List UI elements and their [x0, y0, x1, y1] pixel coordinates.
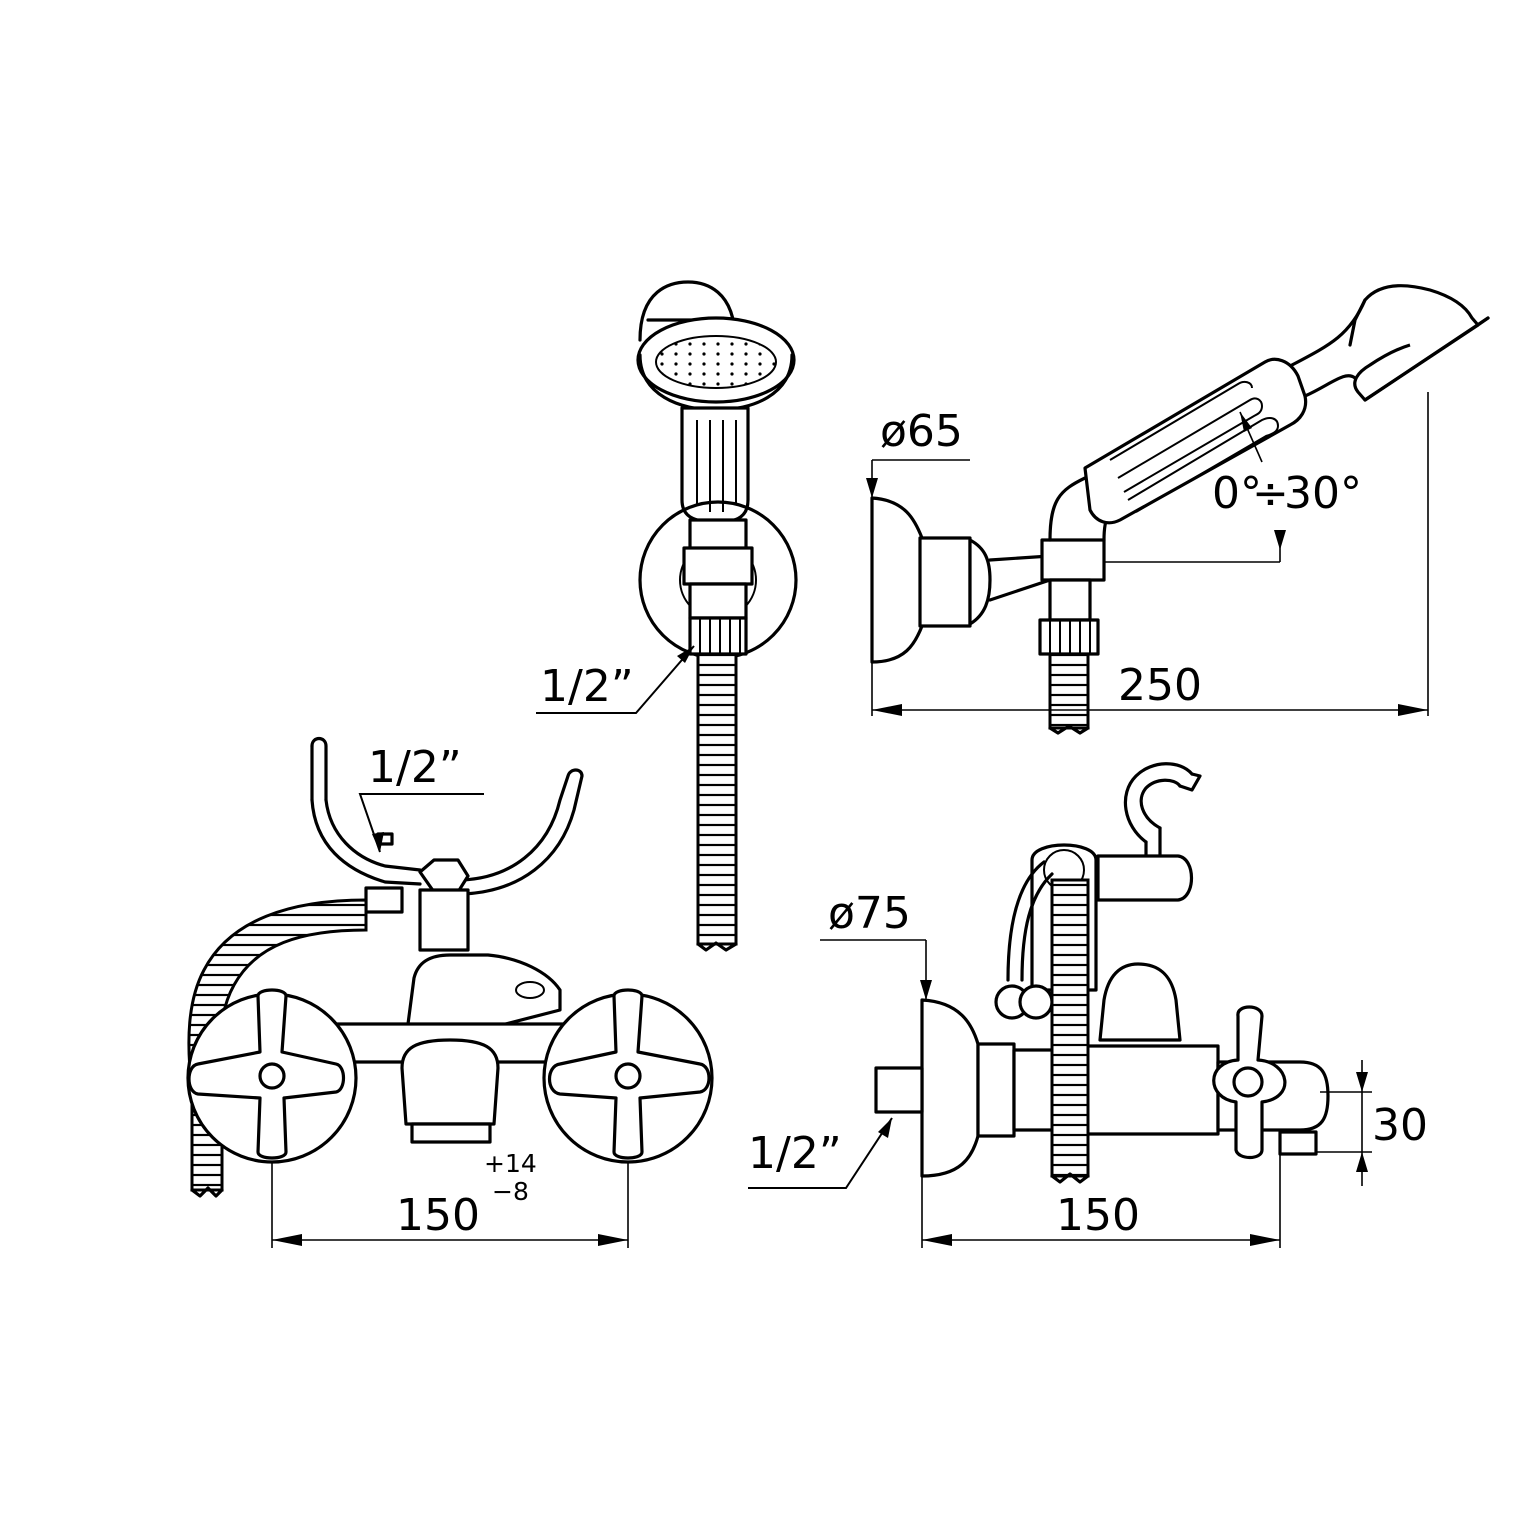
mixer-side-depth-label: 150 — [1056, 1190, 1140, 1241]
mixer-front-view: 1/2” 150 +14 −8 — [186, 736, 714, 1248]
mixer-front-center-distance-label: 150 — [396, 1190, 480, 1241]
hand-shower-front-thread-label: 1/2” — [540, 661, 634, 712]
hand-shower-side-view: ø65 0° ÷ 30° 250 — [866, 284, 1490, 735]
hand-shower-front-view: 1/2” — [536, 280, 798, 952]
hand-shower-length-label: 250 — [1118, 660, 1202, 711]
hand-shower-angle-from-label: 0° — [1212, 468, 1262, 519]
mixer-side-height-label: 30 — [1372, 1100, 1428, 1151]
hand-shower-angle-to-label: 30° — [1284, 468, 1362, 519]
hand-shower-angle-sep-label: ÷ — [1252, 468, 1289, 519]
mixer-front-tolerance-plus-label: +14 — [484, 1149, 537, 1178]
mixer-front-thread-label: 1/2” — [368, 742, 462, 793]
mixer-side-view: ø75 1/2” 150 30 — [748, 762, 1428, 1248]
mixer-side-thread-label: 1/2” — [748, 1128, 842, 1179]
mixer-side-flange-diameter-label: ø75 — [828, 888, 911, 939]
hand-shower-flange-diameter-label: ø65 — [880, 406, 963, 457]
mixer-front-tolerance-minus-label: −8 — [492, 1177, 529, 1206]
